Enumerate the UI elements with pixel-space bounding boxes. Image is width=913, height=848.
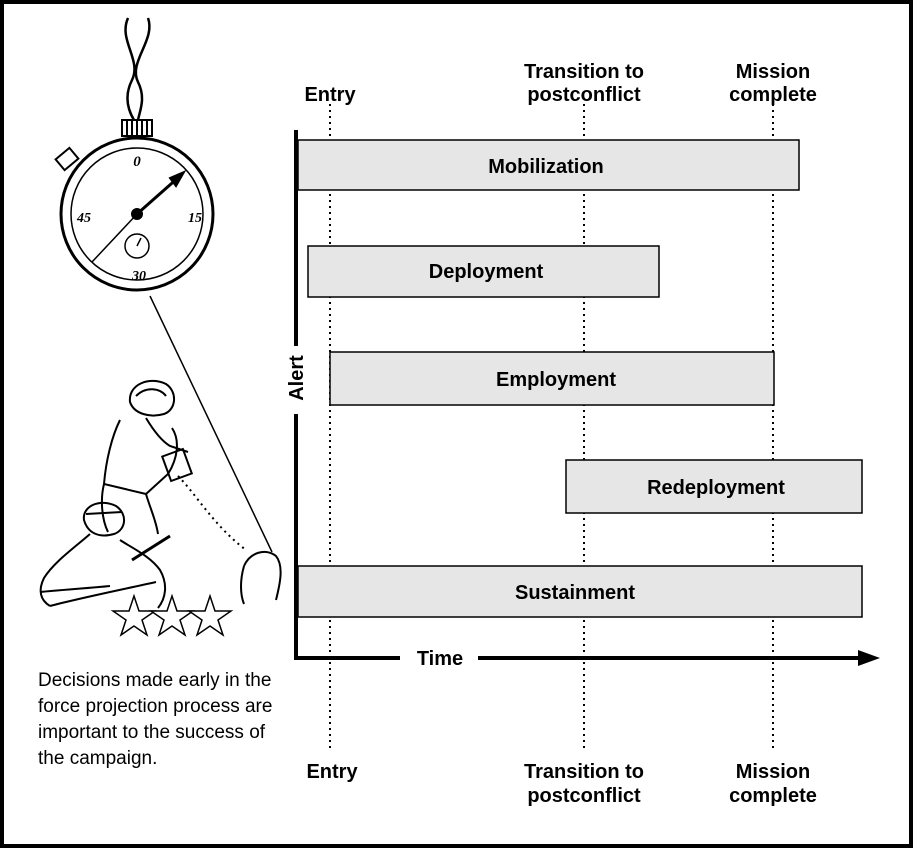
- alert-axis-label: Alert: [286, 355, 308, 401]
- phase-bars: [297, 139, 863, 618]
- caption-text: Decisions made early in the force projec…: [38, 670, 273, 769]
- employment-label: Employment: [496, 369, 616, 391]
- connector-line: [149, 295, 273, 553]
- mobilization-label: Mobilization: [488, 156, 604, 178]
- stopwatch-number-45: 45: [76, 211, 91, 226]
- top-mission-label-line2: complete: [729, 84, 817, 106]
- sustainment-bar: [297, 565, 863, 618]
- bottom-transition-label-line1: Transition to: [524, 761, 644, 783]
- time-axis-label: Time: [417, 648, 463, 670]
- bottom-mission-label-line1: Mission: [736, 761, 810, 783]
- deployment-label: Deployment: [429, 261, 544, 283]
- employment-bar: [329, 351, 775, 406]
- bottom-entry-label: Entry: [306, 761, 358, 783]
- top-transition-label-line1: Transition to: [524, 61, 644, 83]
- time-axis-arrow-icon: [858, 650, 880, 666]
- stopwatch-number-15: 15: [188, 211, 202, 226]
- stopwatch-number-0: 0: [133, 154, 141, 170]
- sustainment-label: Sustainment: [515, 582, 635, 604]
- soldiers-illustration-icon: [39, 379, 282, 609]
- stopwatch-icon: [54, 17, 215, 292]
- three-stars-icon: [110, 593, 234, 637]
- redeployment-label: Redeployment: [647, 477, 785, 499]
- bottom-transition-label-line2: postconflict: [527, 785, 641, 807]
- redeployment-bar: [565, 459, 863, 514]
- deployment-bar: [307, 245, 660, 298]
- bottom-mission-label-line2: complete: [729, 785, 817, 807]
- stopwatch-number-30: 30: [131, 269, 146, 284]
- top-mission-label-line1: Mission: [736, 61, 810, 83]
- top-entry-label: Entry: [304, 84, 356, 106]
- top-transition-label-line2: postconflict: [527, 84, 641, 106]
